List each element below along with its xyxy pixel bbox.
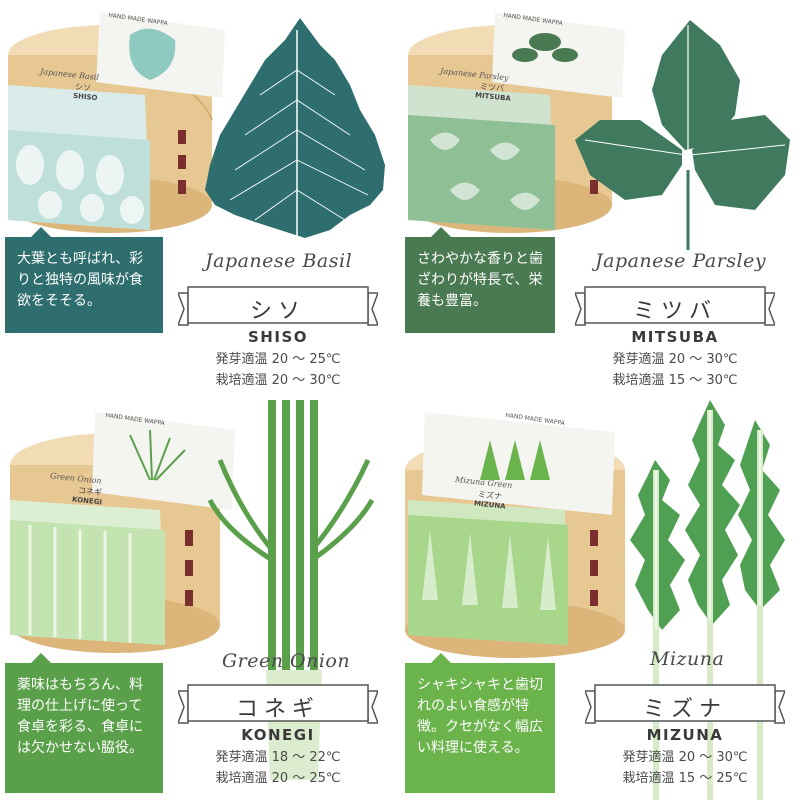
cultivation-temp: 栽培適温 20 ～ 25℃	[215, 771, 341, 786]
name-jp: ミズナ	[642, 697, 727, 722]
name-jp: シソ	[249, 299, 306, 324]
germination-temp: 発芽適温 18 ～ 22℃	[215, 750, 341, 765]
description-bubble: 大葉とも呼ばれ、彩りと独特の風味が食欲をそそる。	[5, 227, 163, 333]
script-name: Japanese Basil	[205, 250, 353, 272]
panel-mizuna: Mizuna ミズナ MIZUNA 発芽適温 20 ～ 30℃ 栽培適温 15 …	[400, 400, 800, 800]
panel-mitsuba: Japanese Parsley ミツバ MITSUBA 発芽適温 20 ～ 3…	[400, 0, 800, 400]
cultivation-temp: 栽培適温 15 ～ 30℃	[612, 373, 738, 388]
name-jp: ミツバ	[632, 299, 717, 324]
leaf-thumbnail-icon	[129, 28, 176, 81]
strap-stitch	[178, 130, 186, 144]
leaf-thumbnail-icon	[512, 33, 578, 62]
cultivation-temp: 栽培適温 20 ～ 30℃	[215, 373, 341, 388]
panel-konegi: Green Onion コネギ KONEGI 発芽適温 18 ～ 22℃ 栽培適…	[0, 400, 400, 800]
name-roman: KONEGI	[241, 726, 315, 744]
strap-stitch	[178, 180, 186, 194]
mizuna-illustration	[405, 400, 785, 800]
name-roman: SHISO	[248, 328, 308, 346]
name-banner	[575, 286, 775, 326]
name-roman: MIZUNA	[646, 726, 724, 744]
description-bubble: さわやかな香りと歯ざわりが特長で、栄養も豊富。	[405, 227, 555, 333]
mizuna-leaf-icon	[630, 400, 785, 800]
name-banner	[178, 684, 378, 724]
strap-stitch	[590, 590, 598, 606]
onion-thumbnail-icon	[129, 429, 186, 481]
name-banner	[585, 684, 785, 724]
strap-stitch	[185, 530, 193, 546]
script-name: Green Onion	[222, 650, 351, 672]
strap-stitch	[590, 560, 598, 576]
strap-stitch	[590, 530, 598, 546]
mitsuba-illustration	[408, 12, 790, 260]
description-bubble: シャキシャキと歯切れのよい食感が特徴。クセがなく幅広い料理に使える。	[405, 653, 555, 793]
shiso-illustration	[8, 12, 385, 250]
germination-temp: 発芽適温 20 ～ 30℃	[612, 352, 738, 367]
strap-stitch	[185, 590, 193, 606]
germination-temp: 発芽適温 20 ～ 30℃	[622, 750, 748, 765]
strap-stitch	[590, 180, 598, 194]
name-jp: コネギ	[235, 697, 320, 722]
germination-temp: 発芽適温 20 ～ 25℃	[215, 352, 341, 367]
script-name: Mizuna	[650, 648, 725, 670]
name-roman: MITSUBA	[631, 328, 719, 346]
shiso-leaf-icon	[205, 18, 385, 238]
mitsuba-leaf-icon	[575, 20, 790, 260]
description-bubble: 薬味はもちろん、料理の仕上げに使って食卓を彩る、食卓には欠かせない脇役。	[5, 653, 163, 793]
script-name: Japanese Parsley	[595, 250, 767, 272]
strap-stitch	[185, 560, 193, 576]
name-banner	[178, 286, 378, 326]
cultivation-temp: 栽培適温 15 ～ 25℃	[622, 771, 748, 786]
package-top-label	[92, 412, 235, 510]
panel-shiso: Japanese Basil シソ SHISO 発芽適温 20 ～ 25℃ 栽培…	[0, 0, 400, 400]
strap-stitch	[178, 155, 186, 169]
mizuna-thumbnail-icon	[480, 440, 550, 480]
